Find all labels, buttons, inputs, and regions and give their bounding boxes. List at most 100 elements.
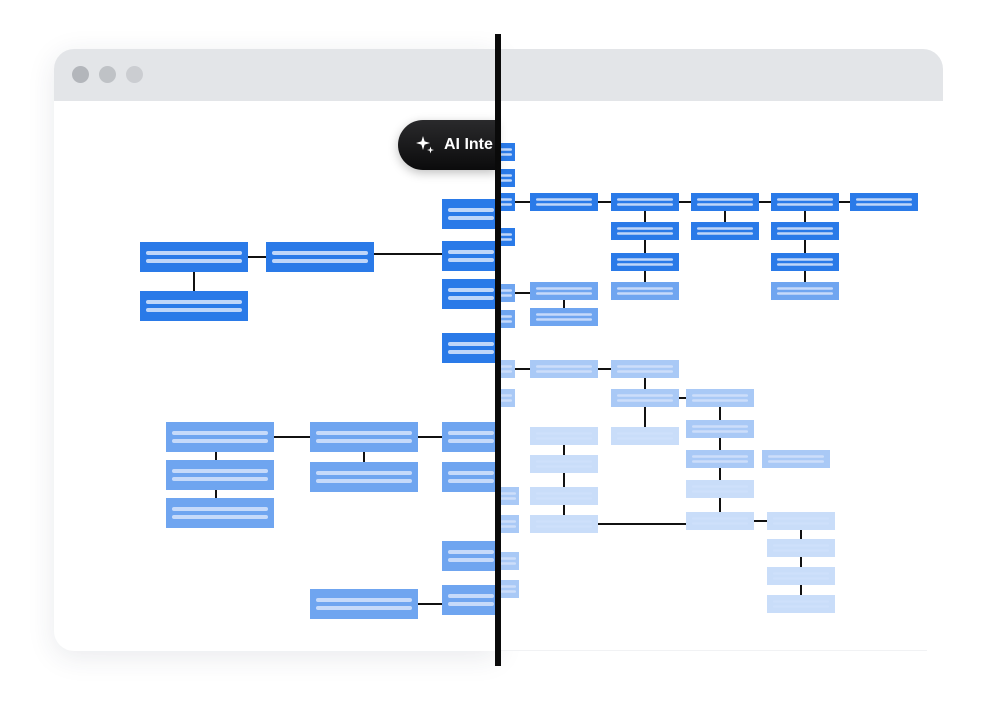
org-node-text-line: [500, 497, 516, 500]
org-node-text-line: [536, 203, 592, 206]
org-node-49[interactable]: [686, 420, 754, 438]
org-node-text-line: [617, 437, 673, 440]
org-node-55[interactable]: [530, 515, 598, 533]
org-node-22[interactable]: [497, 310, 515, 328]
org-node-54[interactable]: [686, 480, 754, 498]
org-node-18[interactable]: [497, 169, 515, 187]
window-bottom-edge: [497, 650, 927, 651]
org-node-21[interactable]: [497, 284, 515, 302]
org-node-45[interactable]: [611, 389, 679, 407]
org-node-6[interactable]: [442, 333, 500, 363]
org-node-box: [767, 567, 835, 585]
org-node-36[interactable]: [771, 222, 839, 240]
org-node-56[interactable]: [686, 512, 754, 530]
org-node-51[interactable]: [686, 450, 754, 468]
maximize-dot[interactable]: [126, 66, 143, 83]
org-node-23[interactable]: [497, 360, 515, 378]
org-node-1[interactable]: [266, 242, 374, 272]
org-node-50[interactable]: [530, 455, 598, 473]
org-node-58[interactable]: [767, 539, 835, 557]
org-node-33[interactable]: [850, 193, 918, 211]
window-titlebar-right: [497, 49, 943, 101]
org-node-box: [166, 498, 274, 528]
org-node-10[interactable]: [166, 460, 274, 490]
org-node-60[interactable]: [767, 595, 835, 613]
org-node-32[interactable]: [771, 193, 839, 211]
org-node-text-line: [500, 590, 516, 593]
org-node-41[interactable]: [530, 282, 598, 300]
org-node-2[interactable]: [140, 291, 248, 321]
org-node-text-line: [316, 598, 412, 602]
org-node-57[interactable]: [767, 512, 835, 530]
org-node-box: [530, 487, 598, 505]
org-node-53[interactable]: [530, 487, 598, 505]
org-node-40[interactable]: [771, 282, 839, 300]
org-node-52[interactable]: [762, 450, 830, 468]
org-node-44[interactable]: [611, 360, 679, 378]
comparison-divider[interactable]: [495, 34, 501, 666]
org-node-text-line: [316, 479, 412, 483]
window-titlebar: [54, 49, 497, 101]
org-node-box: [530, 282, 598, 300]
org-node-12[interactable]: [442, 462, 500, 492]
org-node-3[interactable]: [442, 199, 500, 229]
org-node-20[interactable]: [497, 228, 515, 246]
org-node-text-line: [448, 479, 494, 483]
org-node-34[interactable]: [611, 222, 679, 240]
org-node-48[interactable]: [611, 427, 679, 445]
org-node-text-line: [536, 365, 592, 368]
minimize-dot[interactable]: [99, 66, 116, 83]
org-node-17[interactable]: [497, 143, 515, 161]
org-node-26[interactable]: [497, 515, 519, 533]
org-node-37[interactable]: [611, 253, 679, 271]
org-node-14[interactable]: [442, 541, 500, 571]
org-node-30[interactable]: [611, 193, 679, 211]
org-node-box: [611, 427, 679, 445]
org-node-box: [611, 193, 679, 211]
org-node-text-line: [692, 485, 748, 488]
org-node-38[interactable]: [771, 253, 839, 271]
org-node-text-line: [536, 287, 592, 290]
org-node-59[interactable]: [767, 567, 835, 585]
org-node-35[interactable]: [691, 222, 759, 240]
org-node-24[interactable]: [497, 389, 515, 407]
org-node-25[interactable]: [497, 487, 519, 505]
org-node-47[interactable]: [530, 427, 598, 445]
org-node-11[interactable]: [310, 462, 418, 492]
org-node-39[interactable]: [611, 282, 679, 300]
org-node-19[interactable]: [497, 193, 515, 211]
org-node-text-line: [500, 294, 512, 297]
close-dot[interactable]: [72, 66, 89, 83]
org-node-7[interactable]: [166, 422, 274, 452]
org-node-5[interactable]: [442, 279, 500, 309]
org-node-box: [611, 222, 679, 240]
org-node-text-line: [316, 431, 412, 435]
org-node-27[interactable]: [497, 552, 519, 570]
org-node-42[interactable]: [530, 308, 598, 326]
org-node-0[interactable]: [140, 242, 248, 272]
org-node-29[interactable]: [530, 193, 598, 211]
org-node-15[interactable]: [310, 589, 418, 619]
org-node-8[interactable]: [310, 422, 418, 452]
org-node-text-line: [777, 258, 833, 261]
org-node-4[interactable]: [442, 241, 500, 271]
org-node-text-line: [536, 525, 592, 528]
org-node-text-line: [773, 544, 829, 547]
org-node-46[interactable]: [686, 389, 754, 407]
org-node-13[interactable]: [166, 498, 274, 528]
org-node-16[interactable]: [442, 585, 500, 615]
org-node-28[interactable]: [497, 580, 519, 598]
org-node-9[interactable]: [442, 422, 500, 452]
org-node-31[interactable]: [691, 193, 759, 211]
org-node-box: [497, 515, 519, 533]
org-node-text-line: [692, 455, 748, 458]
org-node-box: [530, 193, 598, 211]
org-node-text-line: [448, 250, 494, 254]
org-node-text-line: [500, 198, 512, 201]
org-node-box: [140, 242, 248, 272]
org-node-43[interactable]: [530, 360, 598, 378]
org-node-text-line: [172, 431, 268, 435]
ai-button[interactable]: AI Inte: [398, 120, 497, 170]
org-node-text-line: [856, 203, 912, 206]
